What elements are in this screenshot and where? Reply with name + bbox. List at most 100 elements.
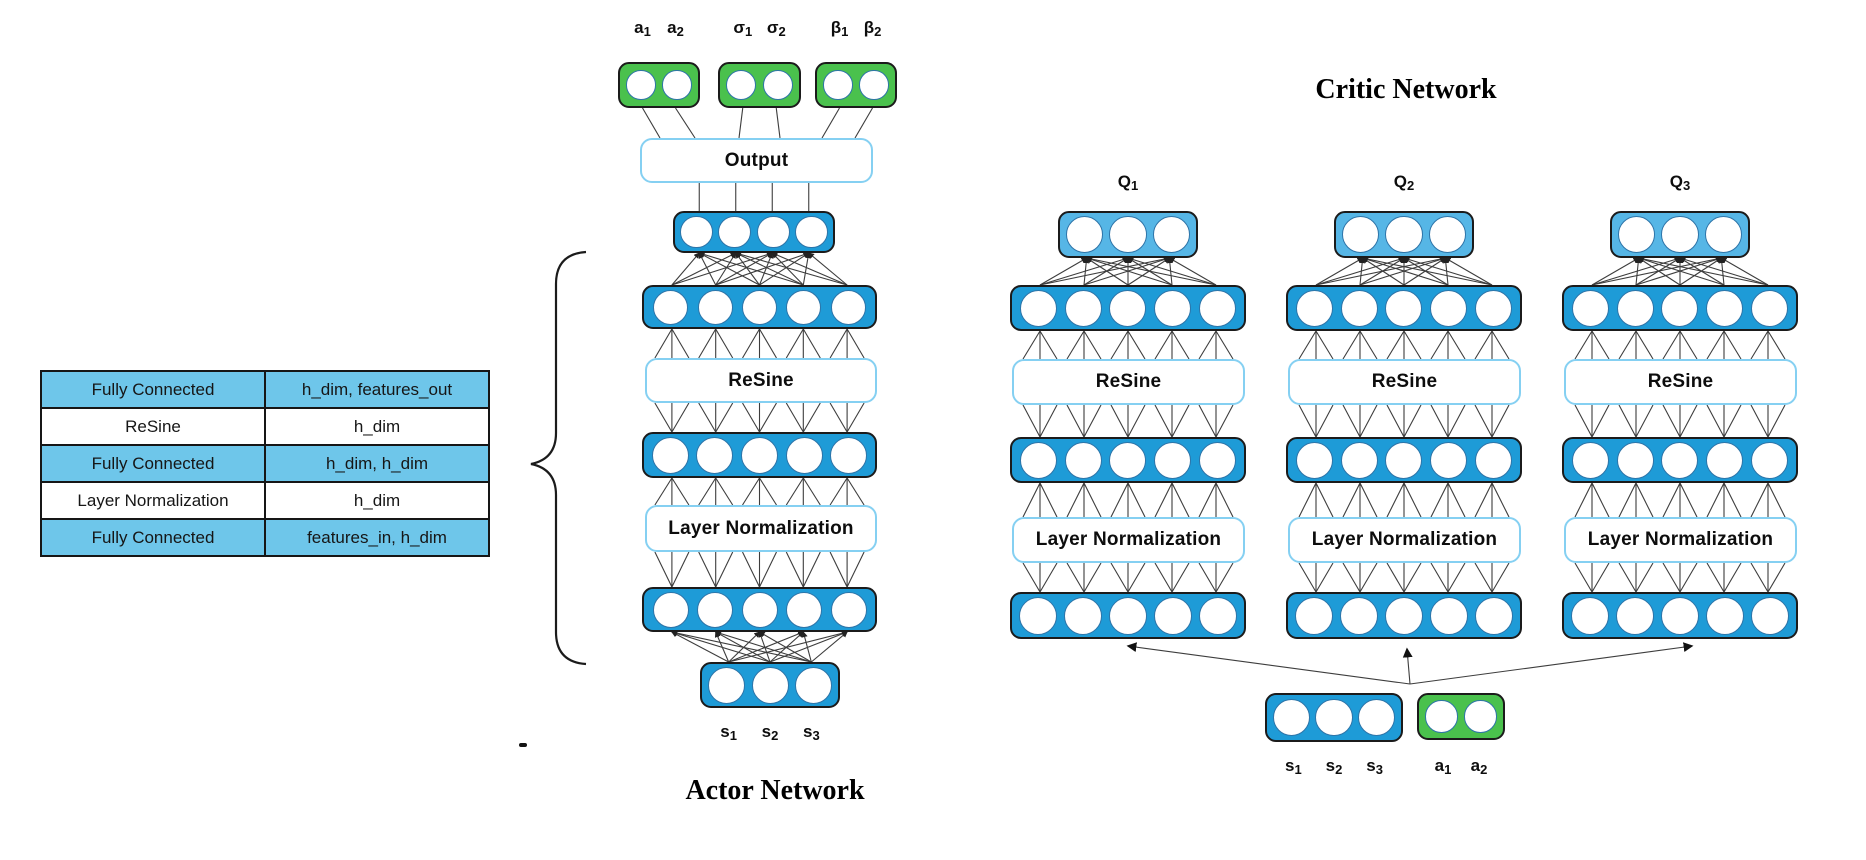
neuron-node <box>1661 289 1699 327</box>
neuron-node <box>1295 441 1333 479</box>
critic-hidden-layer <box>1286 285 1522 331</box>
neuron-node <box>1428 215 1467 254</box>
neuron-node <box>859 70 889 100</box>
neuron-node <box>653 289 689 325</box>
neuron-node <box>697 591 733 628</box>
critic-hidden-layer <box>1286 592 1522 639</box>
critic-state-label: s1 <box>1284 756 1302 777</box>
actor-resine-box: ReSine <box>645 358 877 403</box>
stray-mark <box>519 743 527 747</box>
critic-q-output-layer <box>1334 211 1474 258</box>
actor-state-label: s2 <box>761 722 779 743</box>
neuron-node <box>1616 596 1654 635</box>
neuron-node <box>1109 441 1147 479</box>
critic-network-title: Critic Network <box>1315 74 1497 105</box>
neuron-node <box>1571 289 1609 327</box>
neuron-node <box>1751 596 1789 635</box>
critic-hidden-layer <box>1562 592 1798 639</box>
neuron-node <box>830 289 866 325</box>
layer-dims-cell: h_dim <box>264 407 490 446</box>
layer-dims-cell: h_dim <box>264 481 490 520</box>
subscript: 2 <box>874 24 882 39</box>
actor-layernorm-box: Layer Normalization <box>645 505 877 552</box>
critic-action-label: a2 <box>1470 756 1488 777</box>
subscript: 2 <box>771 728 779 743</box>
neuron-node <box>794 666 832 704</box>
layer-dims-cell: h_dim, features_out <box>264 370 490 409</box>
neuron-node <box>651 436 689 474</box>
subscript: 1 <box>1444 762 1452 777</box>
neuron-node <box>741 591 778 628</box>
actor-output-box: Output <box>640 138 873 183</box>
neuron-node <box>762 70 793 100</box>
actor-action-label: β2 <box>863 18 882 39</box>
neuron-node <box>1152 215 1191 254</box>
neuron-node <box>696 436 734 474</box>
subscript: 1 <box>729 728 738 743</box>
neuron-node <box>1064 596 1102 635</box>
neuron-node <box>1475 289 1513 327</box>
actor-action-label: σ1 <box>733 18 753 39</box>
neuron-node <box>1475 596 1513 635</box>
neuron-node <box>741 289 777 325</box>
critic-hidden-layer <box>1562 285 1798 331</box>
subscript: 3 <box>812 728 820 743</box>
neuron-node <box>1019 596 1057 635</box>
neuron-node <box>1019 441 1057 479</box>
critic-q-output-layer <box>1058 211 1198 258</box>
actor-action-label: σ2 <box>766 18 786 39</box>
critic-q-output-layer <box>1610 211 1750 258</box>
neuron-node <box>1385 215 1423 254</box>
neuron-node <box>1571 596 1609 635</box>
actor-hidden-layer <box>642 587 877 632</box>
actor-state-label: s3 <box>802 722 820 743</box>
critic-layernorm-box: Layer Normalization <box>1288 517 1521 563</box>
neuron-node <box>1154 596 1192 635</box>
neuron-node <box>1199 596 1237 635</box>
brace <box>530 250 587 666</box>
critic-hidden-layer <box>1010 592 1246 639</box>
neuron-node <box>1295 596 1333 635</box>
neuron-node <box>652 591 689 628</box>
actor-output-group <box>618 62 700 108</box>
actor-hidden-layer <box>673 211 835 253</box>
neuron-node <box>1385 289 1423 327</box>
neuron-node <box>1475 441 1513 479</box>
layer-dims-cell: h_dim, h_dim <box>264 444 490 483</box>
critic-hidden-layer <box>1010 285 1246 331</box>
layer-type-cell: Fully Connected <box>40 444 266 483</box>
neuron-node <box>718 215 752 249</box>
neuron-node <box>1704 215 1743 254</box>
neuron-node <box>1430 441 1468 479</box>
neuron-node <box>1199 441 1237 479</box>
subscript: 2 <box>778 24 786 39</box>
neuron-node <box>1661 215 1699 254</box>
layer-type-cell: Layer Normalization <box>40 481 266 520</box>
critic-resine-box: ReSine <box>1288 359 1521 405</box>
actor-action-label: a1 <box>634 18 651 39</box>
neuron-node <box>726 70 757 100</box>
actor-network-title: Actor Network <box>685 775 865 806</box>
neuron-node <box>626 70 656 100</box>
neuron-node <box>680 215 714 249</box>
critic-layernorm-box: Layer Normalization <box>1564 517 1797 563</box>
neuron-node <box>1340 596 1378 635</box>
neuron-node <box>1706 289 1744 327</box>
subscript: 2 <box>1407 178 1415 193</box>
critic-state-input-layer <box>1265 693 1403 742</box>
neuron-node <box>740 436 778 474</box>
neuron-node <box>1706 441 1744 479</box>
neuron-node <box>1340 441 1378 479</box>
subscript: 3 <box>1683 178 1691 193</box>
neuron-node <box>1064 289 1102 327</box>
subscript: 1 <box>643 24 651 39</box>
neuron-node <box>751 666 789 704</box>
neuron-node <box>1751 289 1789 327</box>
neuron-node <box>1430 289 1468 327</box>
neuron-node <box>1341 215 1380 254</box>
neuron-node <box>1661 596 1699 635</box>
